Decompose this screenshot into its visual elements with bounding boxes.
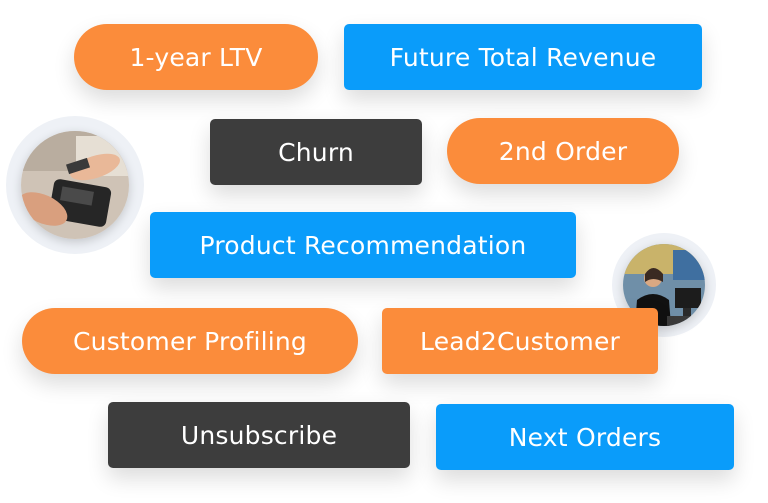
tag-churn: Churn — [210, 119, 422, 185]
tag-2nd-order: 2nd Order — [447, 118, 679, 184]
payment-terminal-photo-frame — [6, 116, 144, 254]
tag-1-year-ltv: 1-year LTV — [74, 24, 318, 90]
payment-terminal-photo — [21, 131, 129, 239]
tag-product-recommendation: Product Recommendation — [150, 212, 576, 278]
tag-unsubscribe: Unsubscribe — [108, 402, 410, 468]
tag-customer-profiling: Customer Profiling — [22, 308, 358, 374]
tag-future-total-revenue: Future Total Revenue — [344, 24, 702, 90]
tag-lead2customer: Lead2Customer — [382, 308, 658, 374]
tag-next-orders: Next Orders — [436, 404, 734, 470]
